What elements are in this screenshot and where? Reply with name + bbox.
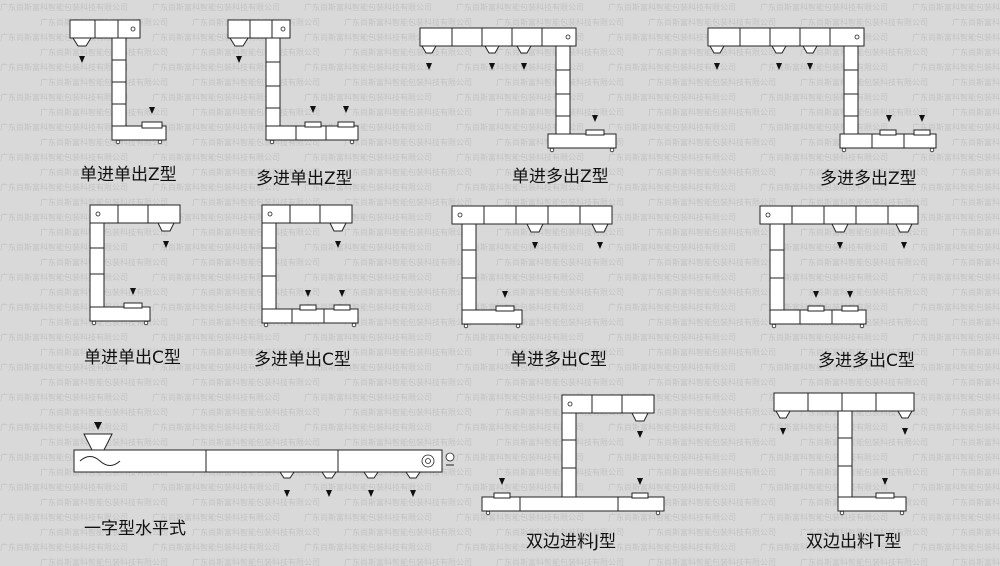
diagram-c-multi-in-single-out xyxy=(261,204,359,328)
caption-z-multi-in-multi-out: 多进多出Z型 xyxy=(820,169,917,189)
caption-z-multi-in-single-out: 多进单出Z型 xyxy=(256,169,353,189)
diagram-z-multi-in-single-out xyxy=(227,19,359,145)
diagram-z-multi-in-multi-out xyxy=(707,27,937,153)
diagram-j-dual-side-feed xyxy=(481,394,665,516)
caption-z-single-in-single-out: 单进单出Z型 xyxy=(80,165,177,185)
diagram-c-single-in-multi-out xyxy=(451,205,613,329)
caption-c-multi-in-multi-out: 多进多出C型 xyxy=(818,351,915,371)
diagram-z-single-in-single-out xyxy=(69,19,167,145)
caption-c-single-in-multi-out: 单进多出C型 xyxy=(510,350,607,370)
diagram-t-dual-side-discharge xyxy=(773,392,915,516)
diagram-z-single-in-multi-out xyxy=(419,27,617,153)
caption-t-dual-side-discharge: 双边出料T型 xyxy=(806,532,902,552)
caption-c-single-in-single-out: 单进单出C型 xyxy=(84,348,181,368)
caption-z-single-in-multi-out: 单进多出Z型 xyxy=(512,167,609,187)
diagram-c-multi-in-multi-out xyxy=(759,205,919,329)
caption-c-multi-in-single-out: 多进单出C型 xyxy=(254,350,351,370)
diagram-horizontal xyxy=(73,422,455,497)
diagram-c-single-in-single-out xyxy=(89,204,181,326)
caption-horizontal: 一字型水平式 xyxy=(84,519,186,539)
caption-j-dual-side-feed: 双边进料J型 xyxy=(526,532,617,552)
